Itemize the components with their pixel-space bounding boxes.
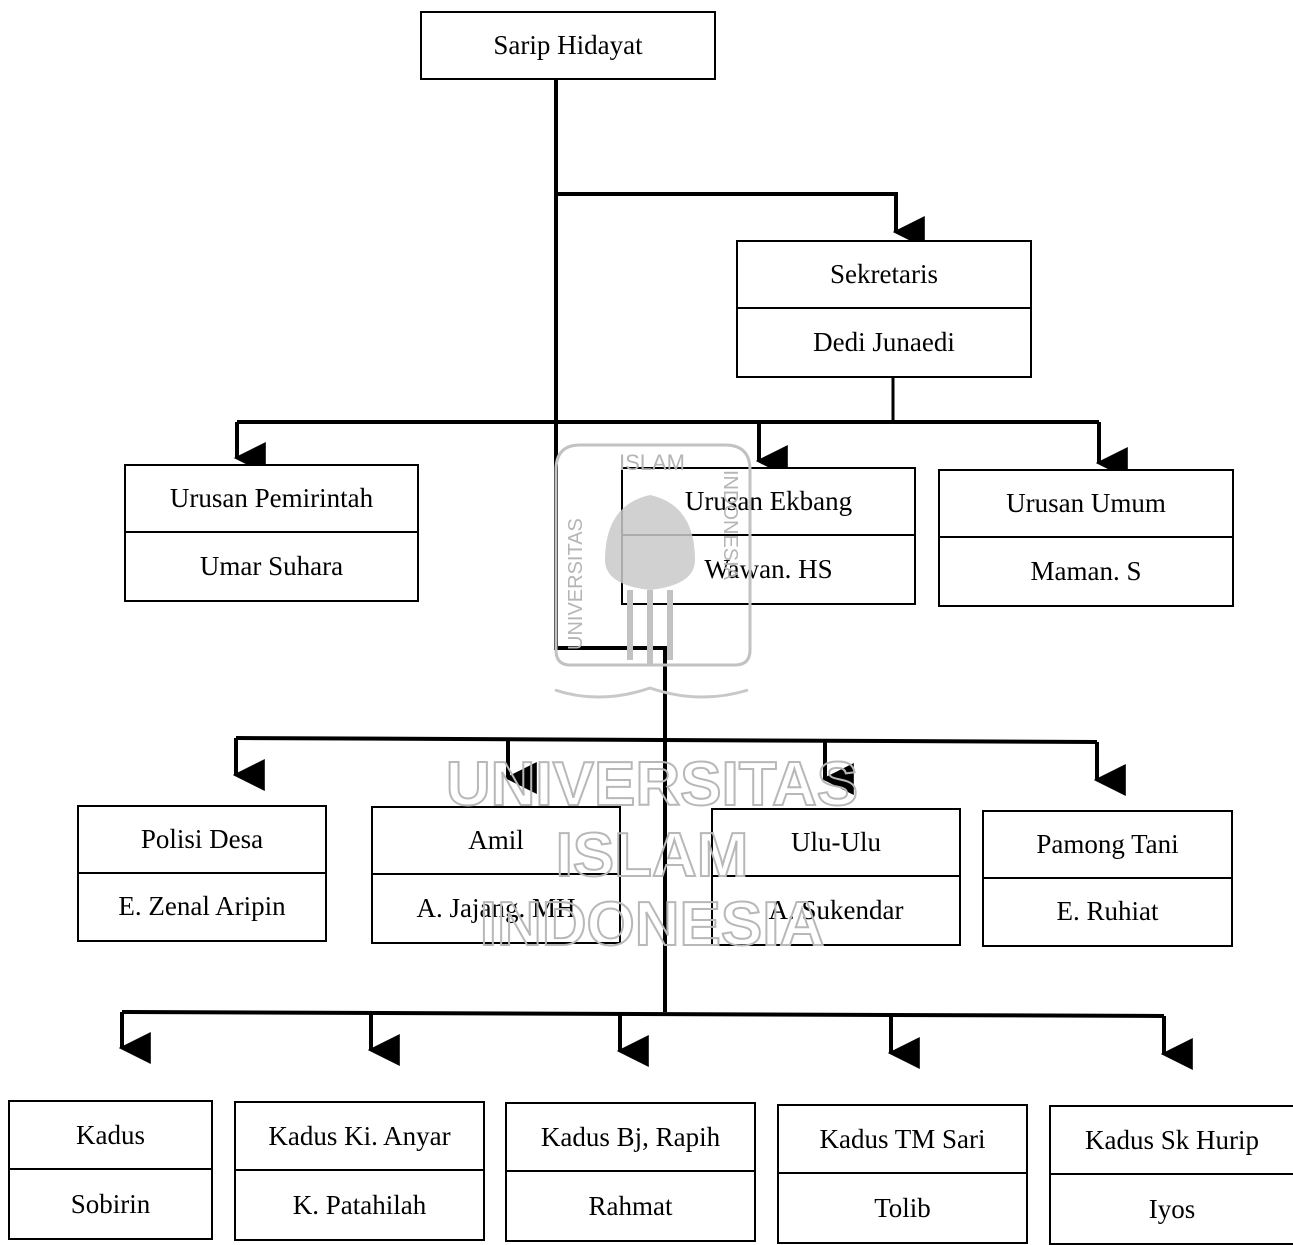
staff-box-ulu-ulu: Ulu-Ulu A. Sukendar xyxy=(711,808,961,946)
kadus-title: Kadus Ki. Anyar xyxy=(236,1103,483,1171)
urusan-name: Umar Suhara xyxy=(199,551,344,581)
urusan-title: Urusan Umum xyxy=(940,471,1232,538)
kadus-name: Sobirin xyxy=(70,1188,151,1219)
kadus-name: Rahmat xyxy=(588,1190,673,1221)
urusan-title: Urusan Pemirintah xyxy=(126,466,417,533)
kadus-name: Iyos xyxy=(1148,1193,1196,1224)
secretary-box: Sekretaris Dedi Junaedi xyxy=(736,240,1032,378)
staff-name: A. Jajang. MH xyxy=(416,893,576,923)
staff-name: E. Zenal Aripin xyxy=(118,891,286,922)
staff-title: Ulu-Ulu xyxy=(713,810,959,877)
kadus-bus xyxy=(121,1010,1165,1018)
kadus-title: Kadus xyxy=(10,1102,211,1170)
urusan-name: Maman. S xyxy=(1030,556,1142,586)
kadus-box-3: Kadus Bj, Rapih Rahmat xyxy=(505,1102,756,1242)
staff-title: Pamong Tani xyxy=(984,812,1231,879)
staff-box-pamong-tani: Pamong Tani E. Ruhiat xyxy=(982,810,1233,947)
kadus-box-4: Kadus TM Sari Tolib xyxy=(777,1104,1028,1244)
kadus-box-2: Kadus Ki. Anyar K. Patahilah xyxy=(234,1101,485,1241)
secretary-title: Sekretaris xyxy=(738,242,1030,309)
secretary-connector xyxy=(556,192,925,248)
kadus-box-1: Kadus Sobirin xyxy=(8,1100,213,1240)
staff-name: E. Ruhiat xyxy=(1056,896,1159,927)
secretary-name: Dedi Junaedi xyxy=(813,327,955,357)
staff-box-polisi-desa: Polisi Desa E. Zenal Aripin xyxy=(77,805,327,942)
urusan-box-umum: Urusan Umum Maman. S xyxy=(938,469,1234,607)
staff-title: Amil xyxy=(373,808,619,875)
urusan-box-pemerintah: Urusan Pemirintah Umar Suhara xyxy=(124,464,419,602)
kadus-title: Kadus Bj, Rapih xyxy=(507,1104,754,1172)
kadus-title: Kadus TM Sari xyxy=(779,1106,1026,1174)
staff-title: Polisi Desa xyxy=(79,807,325,874)
urusan-box-ekbang: Urusan Ekbang Wawan. HS xyxy=(621,467,916,605)
kadus-name: K. Patahilah xyxy=(292,1189,427,1220)
kadus-title: Kadus Sk Hurip xyxy=(1051,1107,1293,1175)
head-box: Sarip Hidayat xyxy=(420,11,716,80)
kadus-box-5: Kadus Sk Hurip Iyos xyxy=(1049,1105,1293,1245)
kadus-name: Tolib xyxy=(874,1192,931,1223)
urusan-title: Urusan Ekbang xyxy=(623,469,914,536)
urusan-name: Wawan. HS xyxy=(704,554,833,584)
head-name: Sarip Hidayat xyxy=(493,30,643,60)
staff-box-amil: Amil A. Jajang. MH xyxy=(371,806,621,944)
staff-name: A. Sukendar xyxy=(768,895,904,925)
staff-bus xyxy=(235,736,1098,744)
